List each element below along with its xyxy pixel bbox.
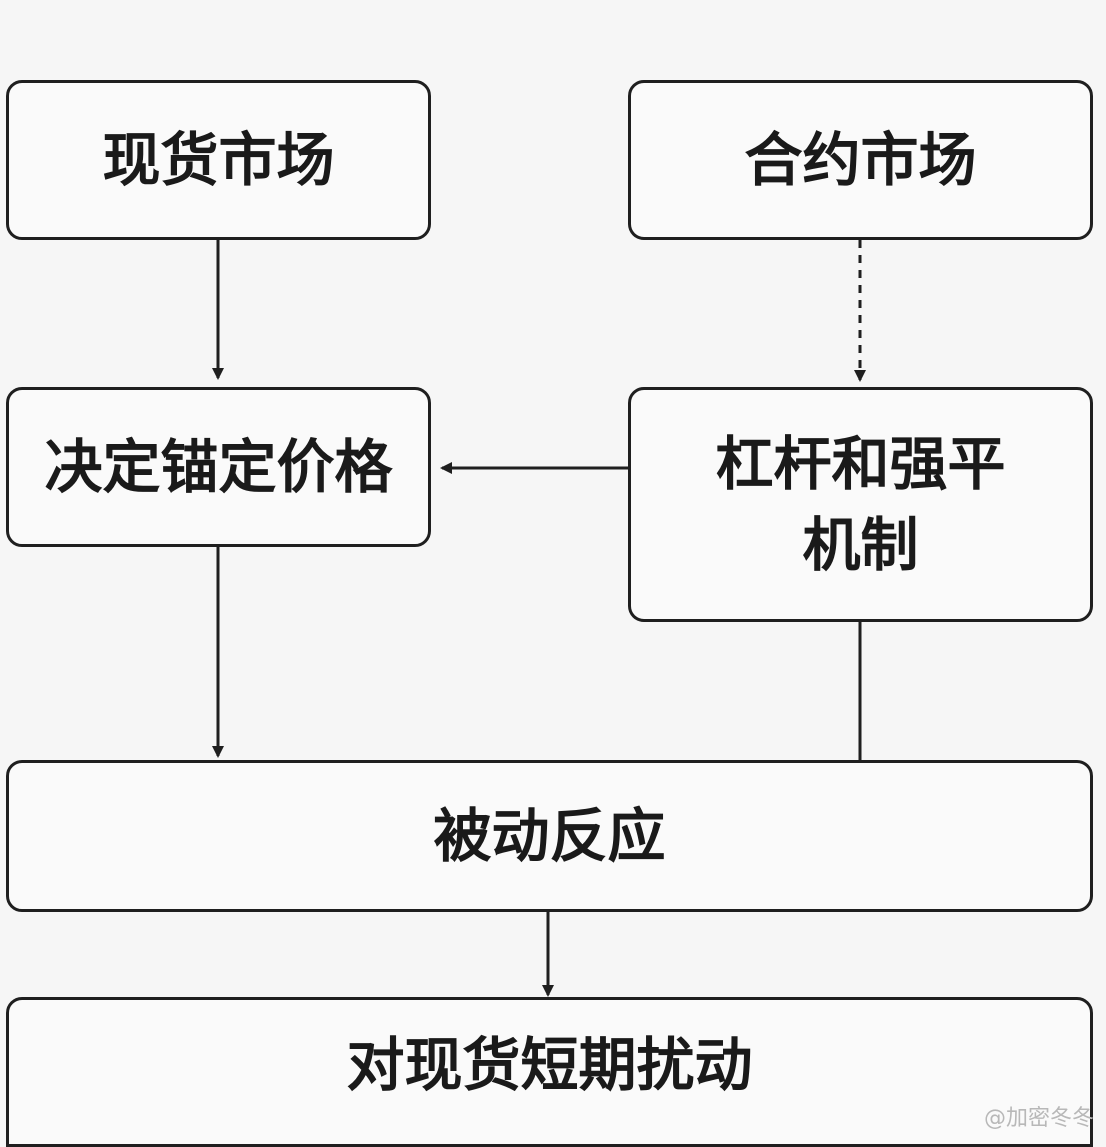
node-leverage-label-line1: 杠杆和强平	[715, 430, 1006, 499]
node-spot-market-label: 现货市场	[102, 125, 335, 194]
node-contract-market-label: 合约市场	[744, 125, 977, 194]
node-short-term-disturbance: 对现货短期扰动	[6, 997, 1093, 1147]
node-anchor-price-label: 决定锚定价格	[44, 432, 393, 501]
node-leverage-liquidation: 杠杆和强平 机制	[628, 387, 1093, 622]
node-contract-market: 合约市场	[628, 80, 1093, 240]
node-spot-market: 现货市场	[6, 80, 431, 240]
node-disturbance-label: 对现货短期扰动	[346, 1030, 753, 1099]
watermark: @加密冬冬	[983, 1106, 1094, 1131]
node-anchor-price: 决定锚定价格	[6, 387, 431, 547]
node-leverage-label-line2: 机制	[802, 510, 919, 579]
node-passive-reaction: 被动反应	[6, 760, 1093, 912]
node-passive-reaction-label: 被动反应	[433, 801, 666, 870]
